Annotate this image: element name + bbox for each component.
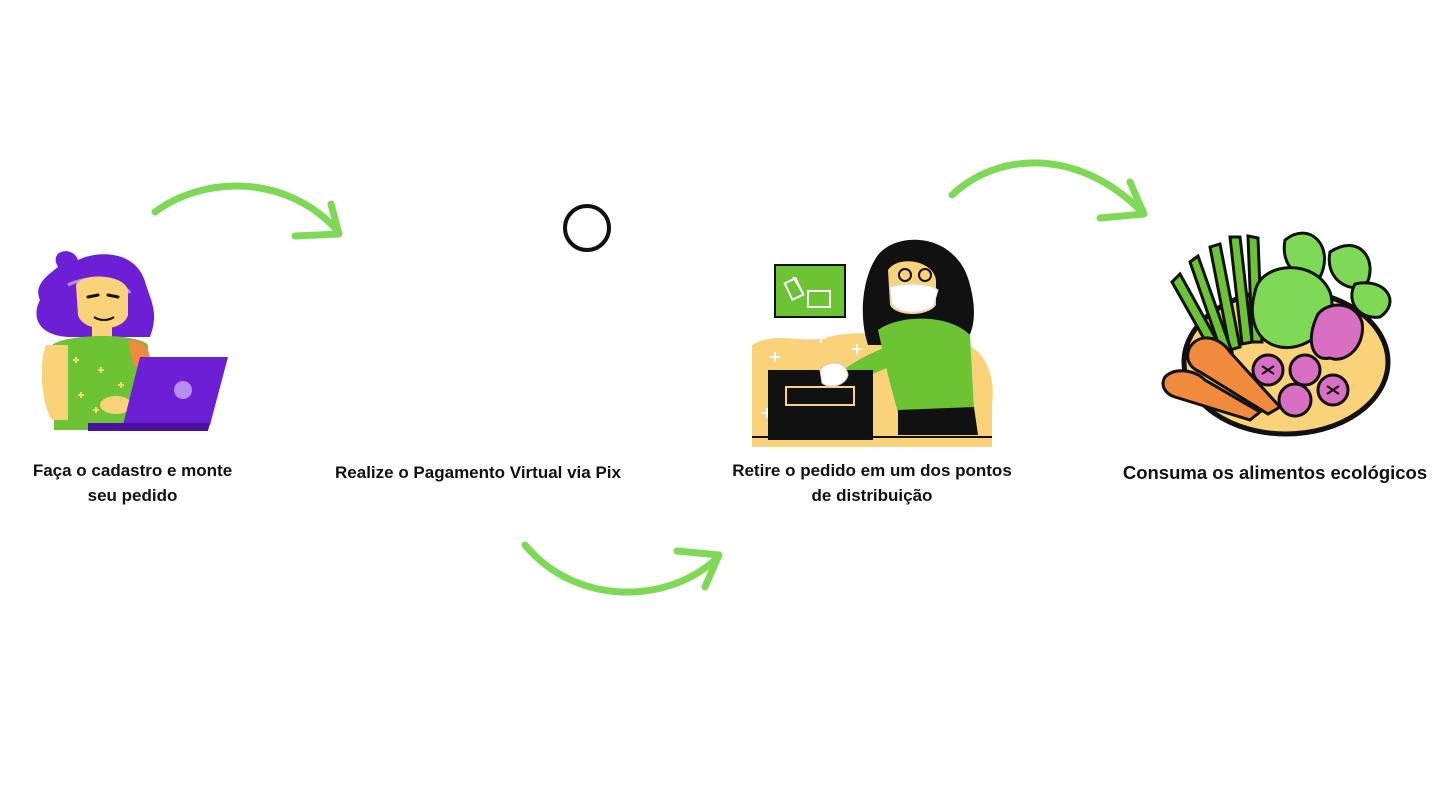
step-3-caption-line-2: de distribuição xyxy=(811,486,933,505)
step-2-caption-line-1: Realize o Pagamento Virtual via Pix xyxy=(335,463,621,482)
step-2-caption: Realize o Pagamento Virtual via Pix xyxy=(320,460,636,485)
step-3-caption: Retire o pedido em um dos pontos de dist… xyxy=(722,458,1022,508)
woman-laptop-illustration xyxy=(36,251,228,431)
masked-woman-box-illustration xyxy=(752,239,993,447)
loading-spinner-icon xyxy=(563,204,611,252)
step-1-caption-line-2: seu pedido xyxy=(87,486,178,505)
vegetable-bowl-illustration xyxy=(1161,231,1392,437)
step-3-caption-line-1: Retire o pedido em um dos pontos xyxy=(732,461,1012,480)
step-1-caption: Faça o cadastro e monte seu pedido xyxy=(20,458,245,508)
step-1-caption-line-1: Faça o cadastro e monte xyxy=(32,461,233,480)
arrow-step3-to-step4 xyxy=(948,159,1148,222)
arrow-step2-to-step3 xyxy=(521,541,723,596)
arrow-step1-to-step2 xyxy=(151,182,343,240)
step-4-caption: Consuma os alimentos ecológicos xyxy=(1110,460,1440,485)
step-4-caption-line-1: Consuma os alimentos ecológicos xyxy=(1122,462,1428,483)
